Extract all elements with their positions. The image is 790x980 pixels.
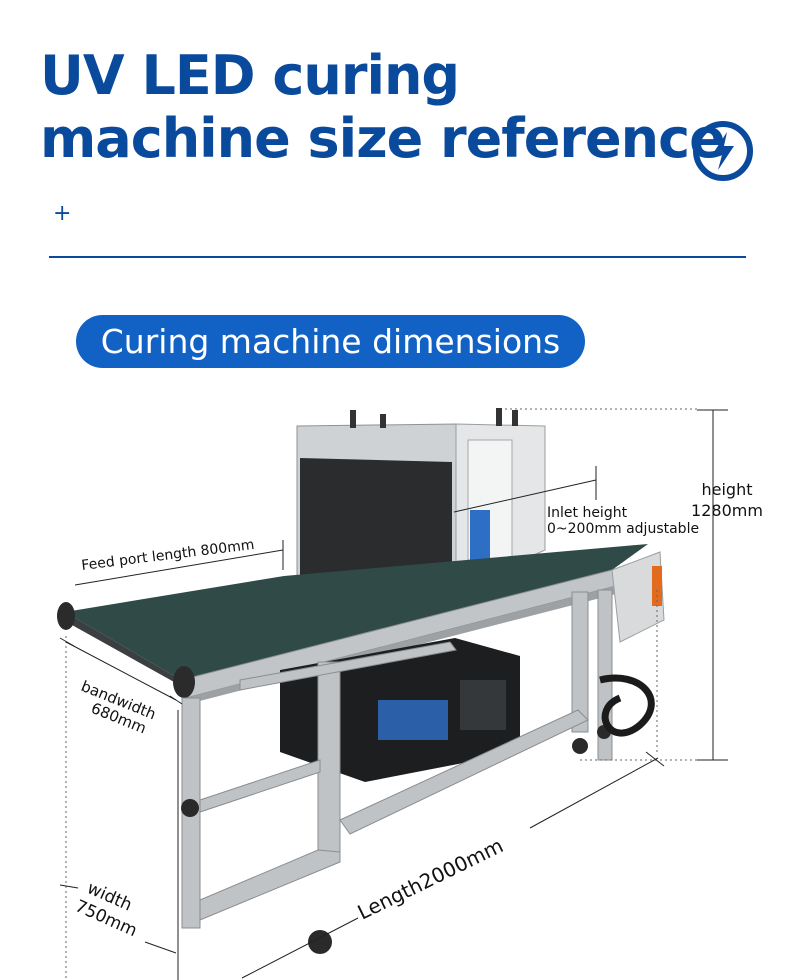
- machine-diagram: Feed port length 800mm Inlet height 0~20…: [57, 408, 763, 980]
- section-title-badge: Curing machine dimensions: [76, 315, 585, 368]
- length-label: Length2000mm: [354, 833, 507, 924]
- inlet-adjust-label: 0~200mm adjustable: [547, 521, 699, 537]
- height-value: 1280mm: [691, 501, 763, 520]
- feed-port-label: Feed port length 800mm: [81, 537, 256, 574]
- title-line-2: machine size reference: [40, 107, 726, 170]
- title-line-1: UV LED curing: [40, 44, 460, 107]
- inlet-height-label: Inlet height: [547, 505, 628, 521]
- plus-icon: +: [53, 201, 72, 226]
- divider: [49, 256, 746, 258]
- page-title: UV LED curing machine size reference: [40, 44, 726, 170]
- lightning-bolt-icon: [693, 121, 753, 181]
- height-label: height: [702, 480, 753, 499]
- curing-machine-photo: [57, 408, 665, 954]
